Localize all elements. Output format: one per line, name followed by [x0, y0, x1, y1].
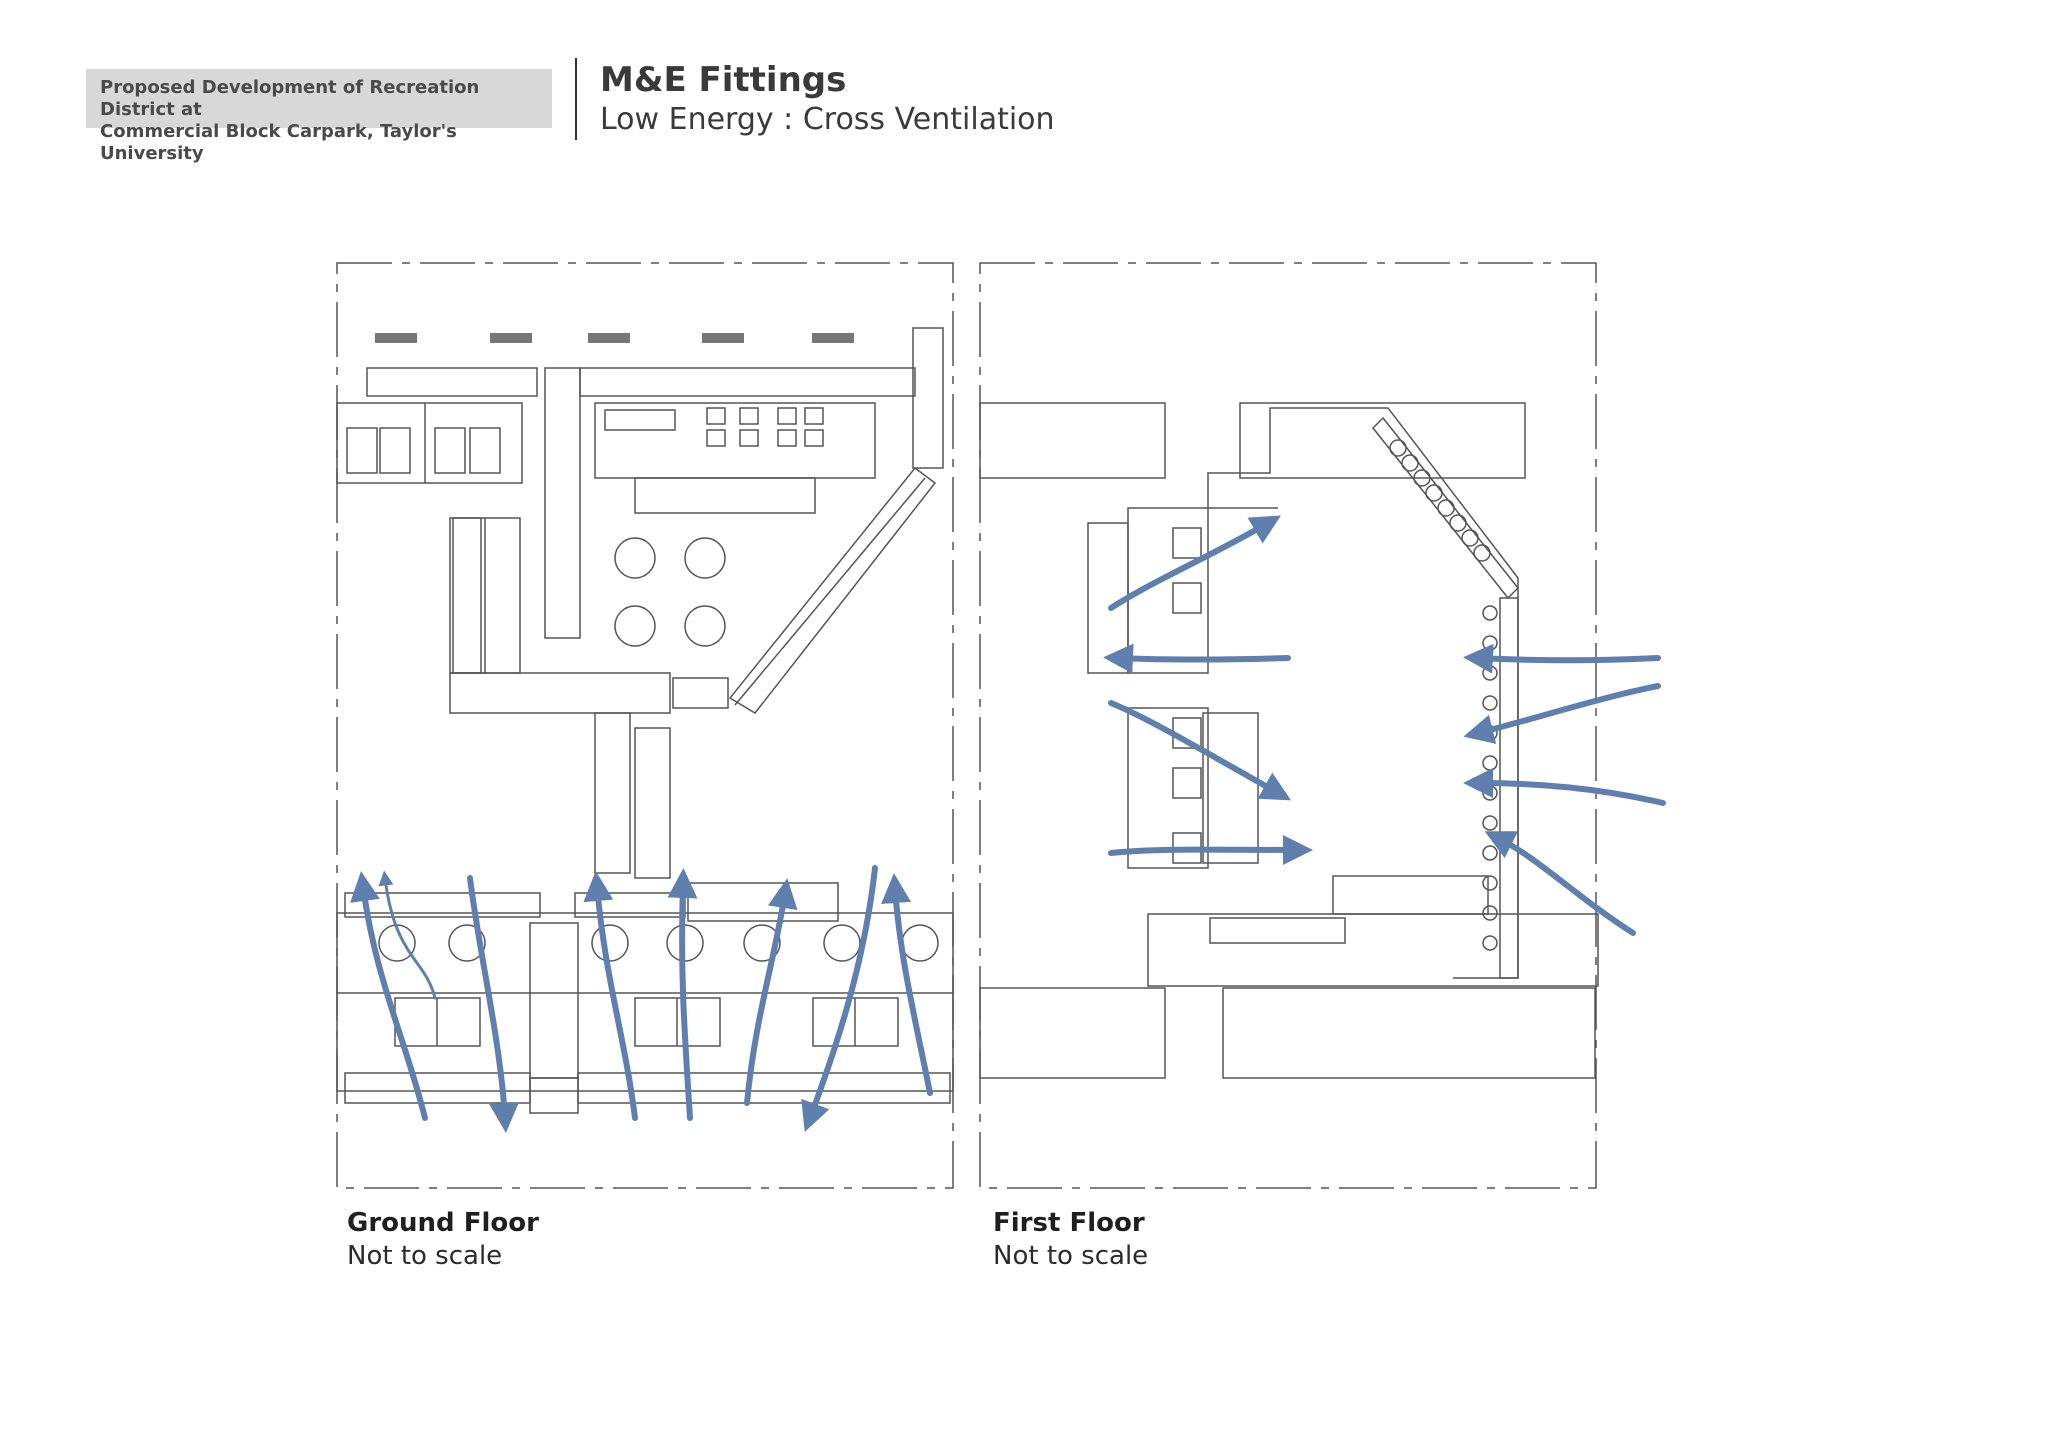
- first-floor-scale: Not to scale: [993, 1241, 1149, 1271]
- ground-floor-caption: Ground Floor Not to scale: [347, 1207, 539, 1273]
- sheet-title: M&E Fittings: [600, 60, 847, 100]
- ground-floor-scale: Not to scale: [347, 1241, 503, 1271]
- ground-floor-label: Ground Floor: [347, 1208, 539, 1238]
- sheet-subtitle: Low Energy : Cross Ventilation: [600, 102, 1055, 137]
- project-title-line1: Proposed Development of Recreation Distr…: [100, 77, 480, 120]
- first-floor-caption: First Floor Not to scale: [993, 1207, 1148, 1273]
- first-floor-label: First Floor: [993, 1208, 1145, 1238]
- header-divider: [575, 58, 577, 140]
- first-floor-plan: [978, 258, 1678, 1193]
- project-title-line2: Commercial Block Carpark, Taylor's Unive…: [100, 121, 457, 164]
- ground-floor-plan: [335, 258, 955, 1193]
- project-title-box: Proposed Development of Recreation Distr…: [86, 69, 552, 164]
